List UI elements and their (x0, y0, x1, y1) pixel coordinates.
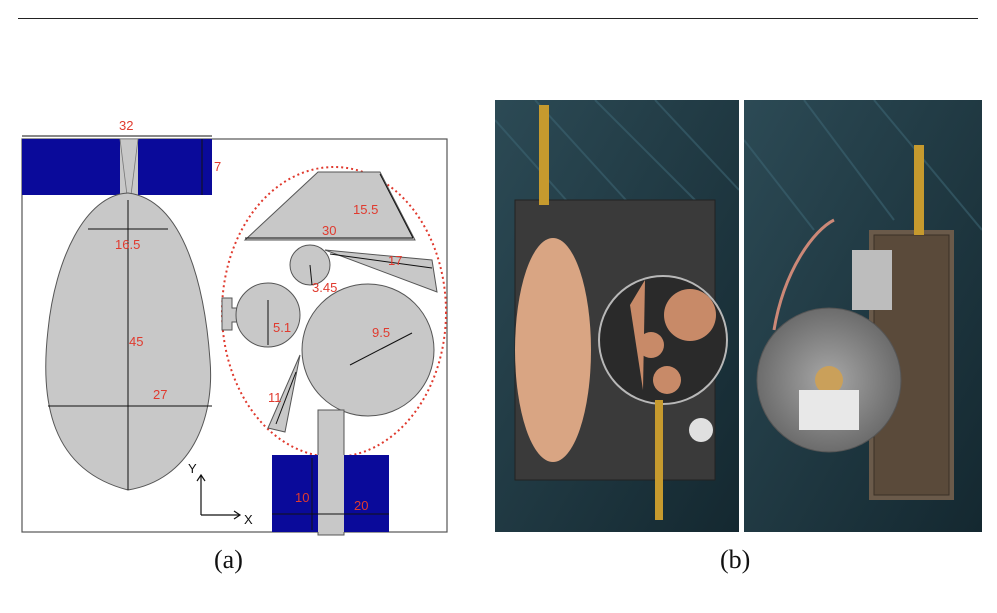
feed-line-bottom (318, 455, 344, 532)
left-wedge (267, 354, 301, 433)
caption-a: (a) (214, 545, 243, 574)
dim-top-thick: 7 (214, 159, 221, 174)
egg-dimension-lines (22, 135, 212, 490)
axis-x-label: X (244, 512, 253, 527)
dim-egg-height: 45 (129, 334, 143, 349)
dim-small-circle: 3.45 (312, 280, 337, 295)
dim-ground-w: 20 (354, 498, 368, 513)
dim-egg-width: 27 (153, 387, 167, 402)
dim-top-width: 32 (119, 118, 133, 133)
coordinate-axes (196, 473, 242, 520)
top-ground-plane-right (131, 139, 212, 195)
trapezoid-patch (243, 171, 416, 241)
dim-feed-len: 10 (295, 490, 309, 505)
dim-left-circle: 5.1 (273, 320, 291, 335)
dim-trap-side: 15.5 (353, 202, 378, 217)
dim-wedge-right: 17 (388, 253, 402, 268)
dim-trap-bottom: 30 (322, 223, 336, 238)
axis-y-label: Y (188, 461, 197, 476)
caption-b: (b) (720, 545, 751, 574)
top-rule (18, 18, 978, 19)
top-ground-plane (22, 139, 127, 195)
dim-big-circle: 9.5 (372, 325, 390, 340)
dim-wedge-left: 11 (268, 390, 282, 405)
photo-back (744, 100, 982, 532)
dim-egg-top: 16.5 (115, 237, 140, 252)
big-circle (301, 283, 435, 417)
photo-front (495, 100, 739, 532)
right-wedge (324, 249, 438, 293)
